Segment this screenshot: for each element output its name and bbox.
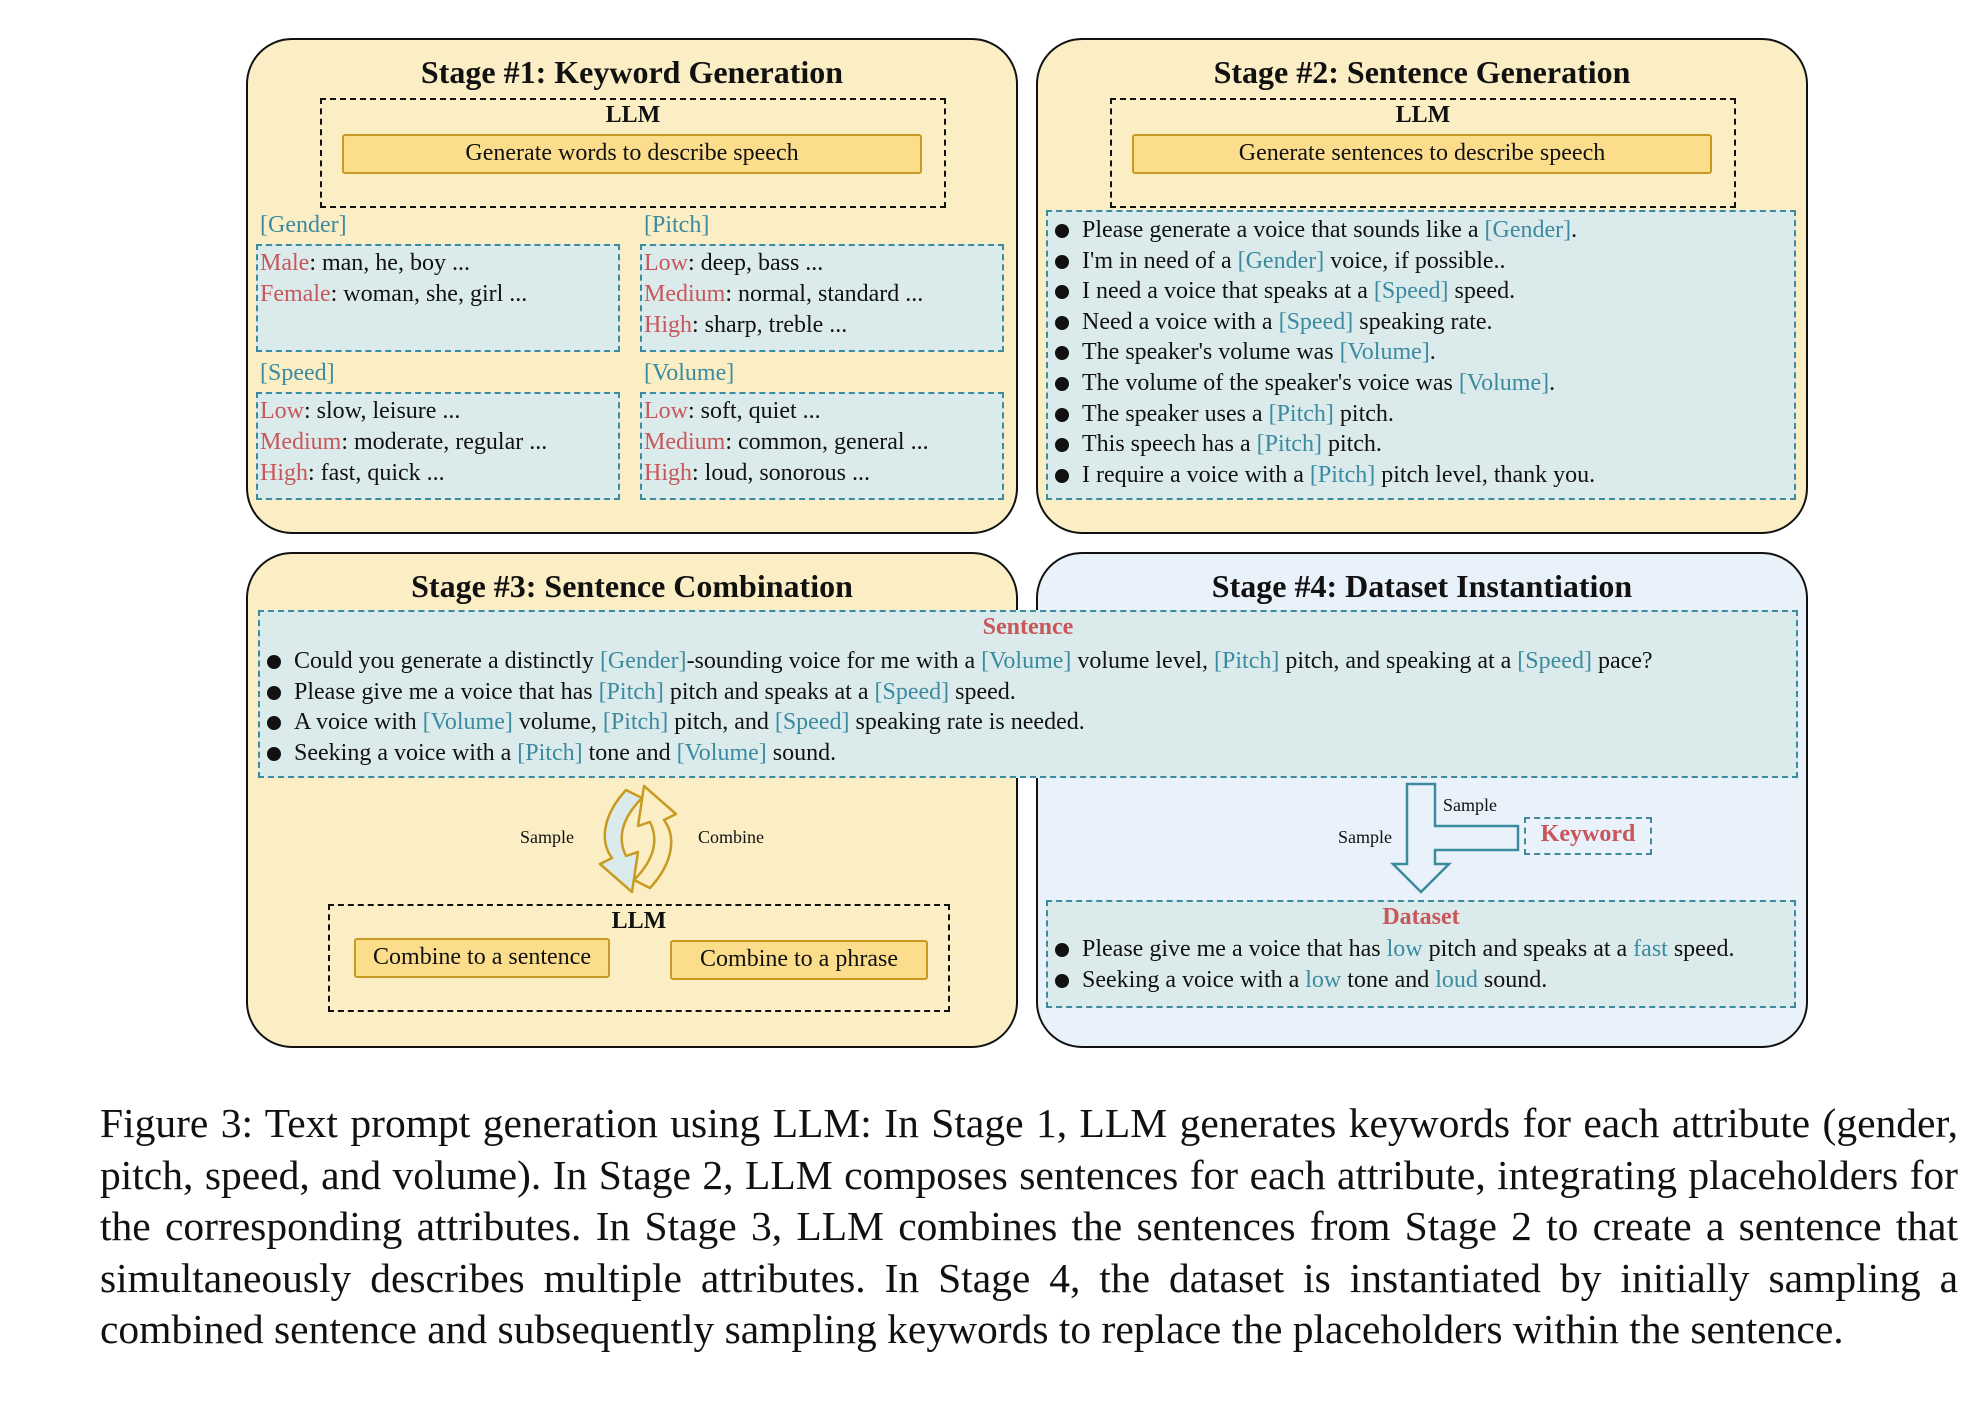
keyword-line: Medium: moderate, regular ... <box>260 429 548 455</box>
list-item: Could you generate a distinctly [Gender]… <box>264 646 1653 677</box>
stage2-llm-label: LLM <box>1395 102 1451 128</box>
list-item: Please generate a voice that sounds like… <box>1052 215 1595 246</box>
list-item: The volume of the speaker's voice was [V… <box>1052 368 1595 399</box>
keyword-line: Low: soft, quiet ... <box>644 398 821 424</box>
list-item: Please give me a voice that has [Pitch] … <box>264 677 1653 708</box>
keyword-line: High: loud, sonorous ... <box>644 460 871 486</box>
stage2-sentence-list: Please generate a voice that sounds like… <box>1052 215 1595 490</box>
gender-keyword-box: Male: man, he, boy ... Female: woman, sh… <box>256 244 620 352</box>
stage2-title: Stage #2: Sentence Generation <box>1213 54 1631 90</box>
keyword-line: Low: deep, bass ... <box>644 250 824 276</box>
sample-top-label: Sample <box>1443 795 1497 815</box>
generate-sentences-box: Generate sentences to describe speech <box>1132 134 1712 174</box>
keyword-line: Low: slow, leisure ... <box>260 398 461 424</box>
dataset-header: Dataset <box>1382 904 1460 930</box>
sample-merge-arrow-icon <box>1389 782 1520 894</box>
speed-category-label: [Speed] <box>260 360 335 386</box>
combine-label: Combine <box>698 827 764 847</box>
stage1-llm-label: LLM <box>605 102 661 128</box>
speed-keyword-box: Low: slow, leisure ... Medium: moderate,… <box>256 392 620 500</box>
stage1-llm-box: LLM Generate words to describe speech <box>320 98 946 208</box>
keyword-line: Medium: common, general ... <box>644 429 929 455</box>
keyword-line: Male: man, he, boy ... <box>260 250 470 276</box>
volume-keyword-box: Low: soft, quiet ... Medium: common, gen… <box>640 392 1004 500</box>
keyword-line: High: sharp, treble ... <box>644 312 848 338</box>
pitch-category-label: [Pitch] <box>644 212 710 238</box>
keyword-box: Keyword <box>1524 817 1652 855</box>
combined-sentence-box: Sentence Could you generate a distinctly… <box>258 610 1798 778</box>
list-item: Seeking a voice with a low tone and loud… <box>1052 965 1734 996</box>
stage3-llm-label: LLM <box>611 908 667 934</box>
keyword-line: Medium: normal, standard ... <box>644 281 924 307</box>
list-item: I require a voice with a [Pitch] pitch l… <box>1052 460 1595 491</box>
list-item: The speaker uses a [Pitch] pitch. <box>1052 399 1595 430</box>
figure-caption: Figure 3: Text prompt generation using L… <box>100 1100 1958 1352</box>
stage3-llm-box: LLM Combine to a sentence Combine to a p… <box>328 904 950 1012</box>
list-item: This speech has a [Pitch] pitch. <box>1052 429 1595 460</box>
generate-words-box: Generate words to describe speech <box>342 134 922 174</box>
stage2-llm-box: LLM Generate sentences to describe speec… <box>1110 98 1736 208</box>
combine-to-phrase-box: Combine to a phrase <box>670 940 928 980</box>
sample-left-label: Sample <box>1338 827 1392 847</box>
stage1-title: Stage #1: Keyword Generation <box>420 54 844 90</box>
list-item: Seeking a voice with a [Pitch] tone and … <box>264 738 1653 769</box>
list-item: The speaker's volume was [Volume]. <box>1052 337 1595 368</box>
pitch-keyword-box: Low: deep, bass ... Medium: normal, stan… <box>640 244 1004 352</box>
list-item: Please give me a voice that has low pitc… <box>1052 934 1734 965</box>
list-item: A voice with [Volume] volume, [Pitch] pi… <box>264 707 1653 738</box>
keyword-line: High: fast, quick ... <box>260 460 445 486</box>
gender-category-label: [Gender] <box>260 212 347 238</box>
stage4-title: Stage #4: Dataset Instantiation <box>1211 568 1633 604</box>
sentence-header: Sentence <box>982 614 1074 640</box>
dataset-list: Please give me a voice that has low pitc… <box>1052 934 1734 995</box>
combined-sentence-list: Could you generate a distinctly [Gender]… <box>264 646 1653 768</box>
list-item: I need a voice that speaks at a [Speed] … <box>1052 276 1595 307</box>
list-item: I'm in need of a [Gender] voice, if poss… <box>1052 246 1595 277</box>
stage2-sentence-box: Please generate a voice that sounds like… <box>1046 210 1796 500</box>
keyword-label: Keyword <box>1540 821 1636 847</box>
sample-label: Sample <box>520 827 574 847</box>
stage3-title: Stage #3: Sentence Combination <box>411 568 853 604</box>
combine-to-sentence-box: Combine to a sentence <box>354 938 610 978</box>
list-item: Need a voice with a [Speed] speaking rat… <box>1052 307 1595 338</box>
dataset-box: Dataset Please give me a voice that has … <box>1046 900 1796 1008</box>
sample-combine-cycle-icon <box>598 784 678 894</box>
keyword-line: Female: woman, she, girl ... <box>260 281 528 307</box>
volume-category-label: [Volume] <box>644 360 735 386</box>
